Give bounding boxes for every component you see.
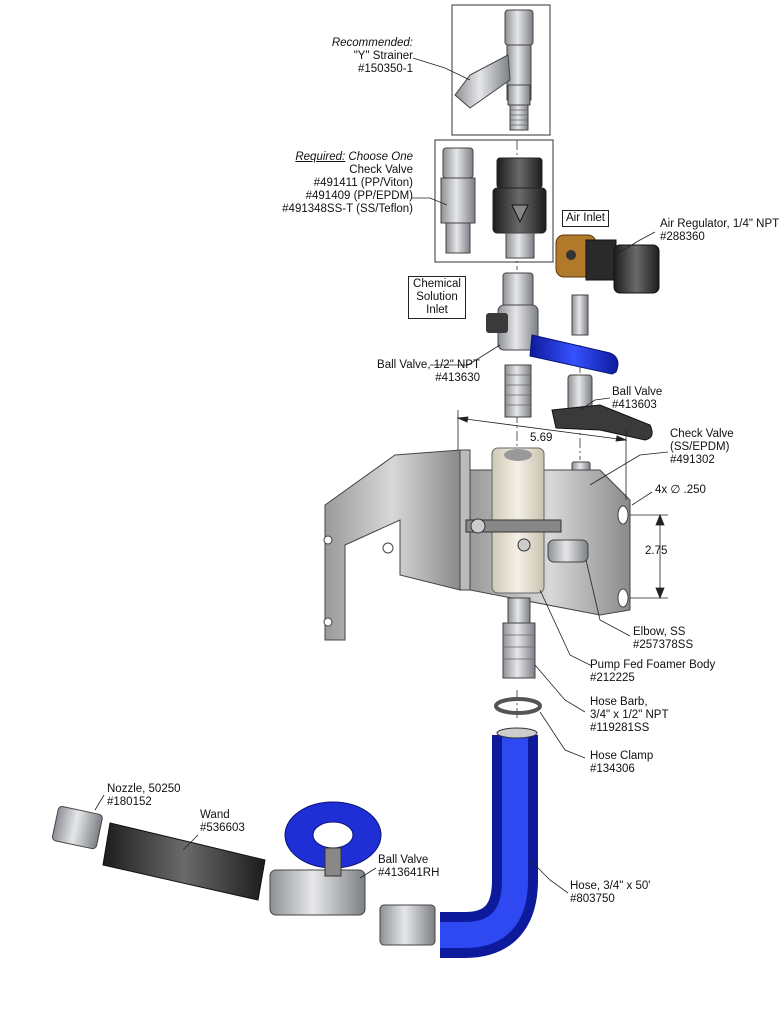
strainer-recommended: Recommended: <box>331 37 413 49</box>
hose-barb-size: 3/4" x 1/2" NPT <box>590 709 669 721</box>
hose-barb-label: Hose Barb, 3/4" x 1/2" NPT #119281SS <box>590 696 668 735</box>
required-tag: Required: <box>295 151 346 163</box>
strainer-part-number: #150350-1 <box>358 63 413 75</box>
ball-valve-rh-name: Ball Valve <box>378 854 429 866</box>
height-dimension: 2.75 <box>645 545 668 557</box>
foamer-body-label: Pump Fed Foamer Body #212225 <box>590 659 715 685</box>
leader-lines <box>94 57 669 894</box>
check-valve-choice-label: Required: Choose One Check Valve #491411… <box>275 151 413 216</box>
wand-name: Wand <box>200 809 230 821</box>
strainer-name: "Y" Strainer <box>353 50 413 62</box>
check-valve-name: Check Valve <box>349 164 413 176</box>
ball-valve-small-part-number: #413603 <box>612 399 657 411</box>
air-regulator-name: Air Regulator, 1/4" NPT <box>660 218 780 230</box>
check-valve-ss-material: (SS/EPDM) <box>670 441 730 453</box>
check-valve-option-3: #491348SS-T (SS/Teflon) <box>282 203 413 215</box>
elbow-label: Elbow, SS #257378SS <box>633 626 693 652</box>
check-valve-ss-name: Check Valve <box>670 428 734 440</box>
hose-clamp-name: Hose Clamp <box>590 750 654 762</box>
check-valve-option-2: #491409 (PP/EPDM) <box>305 190 413 202</box>
chemical-inlet-line-3: Inlet <box>426 304 448 316</box>
nozzle <box>51 806 103 850</box>
elbow-name: Elbow, SS <box>633 626 686 638</box>
hose-barb-name: Hose Barb, <box>590 696 648 708</box>
wand-label: Wand #536603 <box>200 809 245 835</box>
check-valve-option-1: #491411 (PP/Viton) <box>313 177 413 189</box>
dimension-lines <box>456 410 668 600</box>
hose-barb <box>502 597 536 679</box>
air-regulator <box>555 234 660 294</box>
nozzle-label: Nozzle, 50250 #180152 <box>107 783 181 809</box>
air-inlet-label: Air Inlet <box>562 210 609 227</box>
mounting-holes-label: 4x ∅ .250 <box>655 484 706 496</box>
check-valve-ss-label: Check Valve (SS/EPDM) #491302 <box>670 428 734 467</box>
choose-one-text: Choose One <box>345 151 413 163</box>
nozzle-name: Nozzle, 50250 <box>107 783 181 795</box>
pump-fed-foamer-body <box>465 447 589 594</box>
wand <box>102 822 266 901</box>
check-valve-ss-part-number: #491302 <box>670 454 715 466</box>
ball-valve-half-inch <box>486 272 619 418</box>
ball-valve-small-label: Ball Valve #413603 <box>612 386 662 412</box>
hose-part-number: #803750 <box>570 893 615 905</box>
foamer-body-name: Pump Fed Foamer Body <box>590 659 716 671</box>
ball-valve-small-name: Ball Valve <box>612 386 663 398</box>
chemical-inlet-line-1: Chemical <box>413 278 461 290</box>
width-dimension: 5.69 <box>530 432 553 444</box>
check-valve-options <box>434 139 554 263</box>
hose <box>440 727 538 958</box>
y-strainer <box>451 4 551 136</box>
ball-valve-rh <box>269 801 436 946</box>
ball-valve-half-part-number: #413630 <box>435 372 480 384</box>
hose-clamp-label: Hose Clamp #134306 <box>590 750 653 776</box>
foamer-body-part-number: #212225 <box>590 672 635 684</box>
chemical-inlet-label: Chemical Solution Inlet <box>408 276 466 319</box>
hose-clamp <box>494 697 542 715</box>
strainer-label: Recommended: "Y" Strainer #150350-1 <box>318 37 413 76</box>
hose-name: Hose, 3/4" x 50' <box>570 880 651 892</box>
ball-valve-rh-label: Ball Valve #413641RH <box>378 854 439 880</box>
ball-valve-half-name: Ball Valve, 1/2" NPT <box>377 359 480 371</box>
wand-part-number: #536603 <box>200 822 245 834</box>
air-regulator-label: Air Regulator, 1/4" NPT #288360 <box>660 218 779 244</box>
chemical-inlet-line-2: Solution <box>416 291 458 303</box>
hose-label: Hose, 3/4" x 50' #803750 <box>570 880 650 906</box>
elbow-part-number: #257378SS <box>633 639 694 651</box>
air-regulator-part-number: #288360 <box>660 231 705 243</box>
ball-valve-rh-part-number: #413641RH <box>378 867 440 879</box>
ball-valve-half-label: Ball Valve, 1/2" NPT #413630 <box>360 359 480 385</box>
hose-barb-part-number: #119281SS <box>590 722 650 734</box>
nozzle-part-number: #180152 <box>107 796 152 808</box>
hose-clamp-part-number: #134306 <box>590 763 635 775</box>
